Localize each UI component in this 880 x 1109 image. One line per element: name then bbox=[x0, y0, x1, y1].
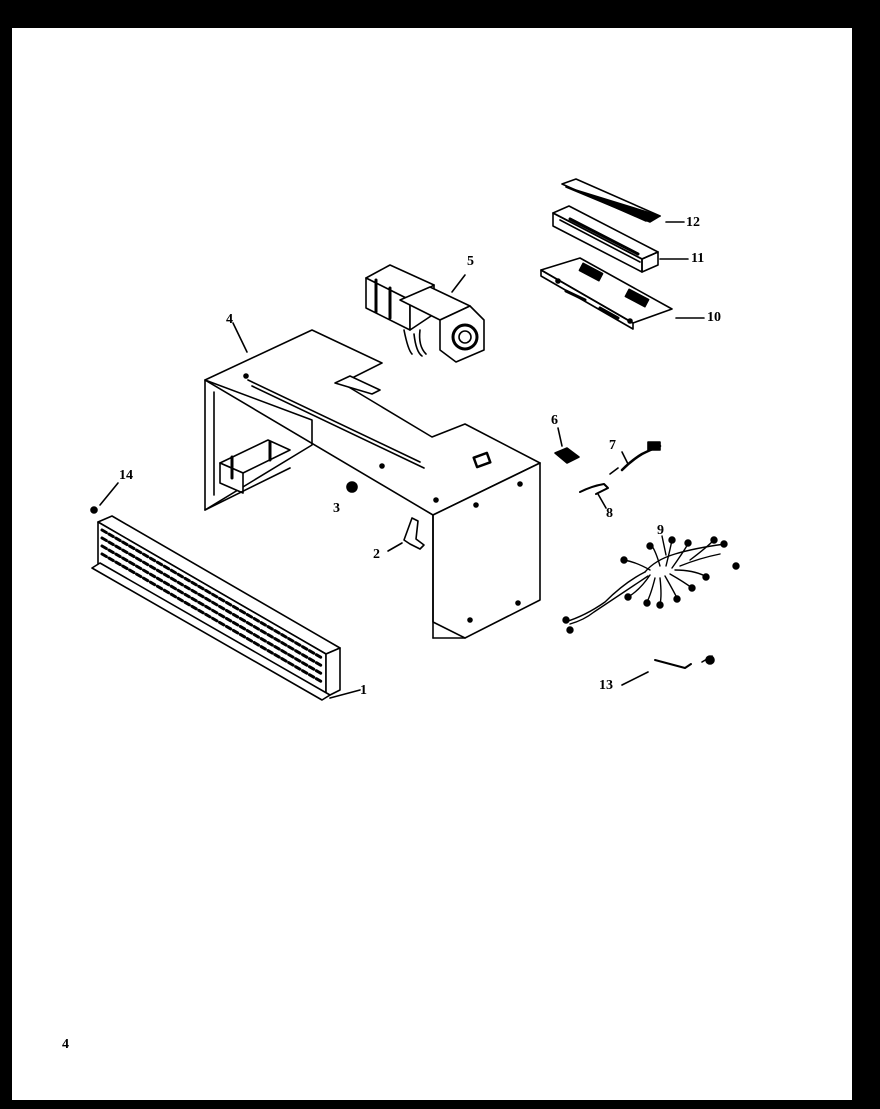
callout-5: 5 bbox=[467, 254, 474, 269]
callout-14: 14 bbox=[119, 468, 133, 483]
part-12-cover bbox=[561, 178, 685, 223]
callout-6: 6 bbox=[551, 413, 558, 428]
part-14-screw bbox=[90, 482, 119, 514]
part-7-power-cord bbox=[609, 441, 662, 475]
part-3-screw bbox=[346, 481, 358, 493]
callout-9: 9 bbox=[657, 523, 664, 538]
callout-12: 12 bbox=[686, 215, 700, 230]
part-2-bracket bbox=[387, 517, 425, 552]
callout-2: 2 bbox=[373, 547, 380, 562]
callout-1: 1 bbox=[360, 683, 367, 698]
part-6-relay bbox=[554, 427, 580, 464]
callout-13: 13 bbox=[599, 678, 613, 693]
callout-11: 11 bbox=[691, 251, 705, 266]
part-5-blower-motor bbox=[365, 264, 485, 363]
part-8-clip bbox=[579, 483, 609, 509]
callout-10: 10 bbox=[707, 310, 721, 325]
part-11-tray bbox=[552, 205, 689, 273]
callout-8: 8 bbox=[606, 506, 613, 521]
part-1-front-grille bbox=[91, 515, 361, 701]
callout-4: 4 bbox=[226, 312, 233, 327]
page-number: 4 bbox=[62, 1037, 69, 1052]
part-10-plate bbox=[540, 257, 705, 330]
callout-3: 3 bbox=[333, 501, 340, 516]
callout-7: 7 bbox=[609, 438, 616, 453]
part-9-wire-harness bbox=[562, 535, 740, 634]
part-13-terminals bbox=[621, 655, 715, 686]
part-4-housing bbox=[204, 322, 541, 639]
